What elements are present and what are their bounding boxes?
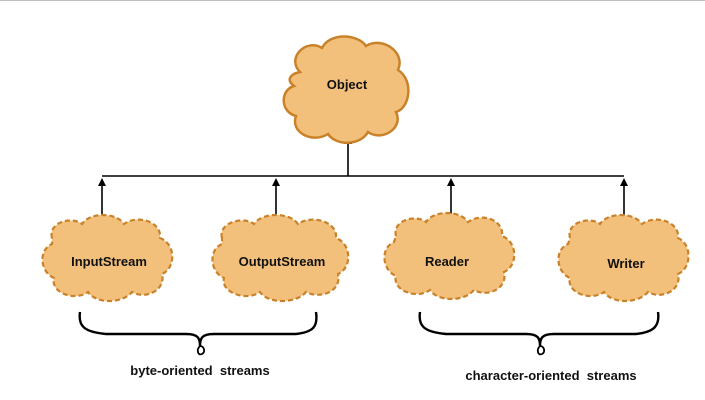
node-writer: Writer: [557, 213, 690, 303]
brace-left-curve: [78, 311, 318, 347]
object-label: Object: [327, 77, 368, 92]
node-object: Object: [282, 35, 410, 144]
writer-label: Writer: [607, 256, 644, 271]
inputstream-label: InputStream: [71, 254, 147, 269]
byte-oriented-caption: byte-oriented streams: [130, 363, 269, 378]
reader-label: Reader: [425, 254, 469, 269]
node-reader: Reader: [383, 211, 516, 301]
node-outputstream: OutputStream: [211, 213, 350, 303]
brace-right-curve: [418, 311, 660, 347]
brace-left-loop: [196, 345, 206, 356]
brace-character-oriented: [418, 311, 660, 356]
writer-cloud-shape: [557, 213, 690, 303]
top-border-line: [0, 0, 705, 1]
inputstream-cloud-shape: [41, 213, 174, 303]
outputstream-label: OutputStream: [239, 254, 326, 269]
reader-cloud-shape: [383, 211, 516, 301]
brace-byte-oriented: [78, 311, 318, 356]
brace-right-loop: [536, 345, 546, 356]
outputstream-cloud-shape: [211, 213, 350, 303]
object-cloud-shape: [282, 35, 410, 144]
node-inputstream: InputStream: [41, 213, 174, 303]
character-oriented-caption: character-oriented streams: [465, 368, 636, 383]
connectors: [98, 136, 628, 218]
